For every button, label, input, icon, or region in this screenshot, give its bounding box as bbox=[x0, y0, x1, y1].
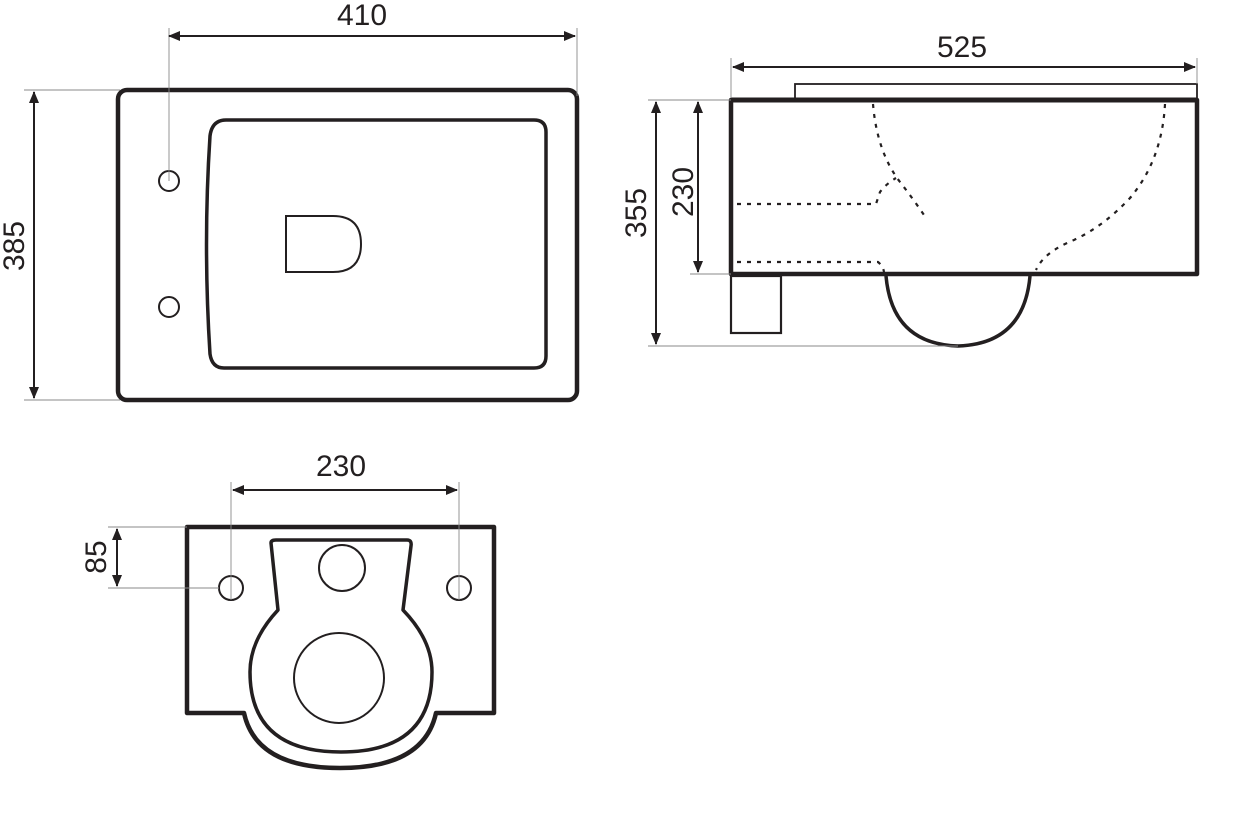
side-view-outlet-pipe bbox=[729, 274, 783, 335]
top-view-drain-outline bbox=[285, 215, 363, 273]
back-view-outlet-circle bbox=[293, 632, 385, 724]
back-view-seat-outline bbox=[248, 538, 434, 754]
side-view-hidden-bowl-back bbox=[1034, 103, 1167, 271]
side-view-outlet-label: 230 bbox=[667, 167, 700, 217]
top-view-outer-outline bbox=[115, 87, 580, 403]
top-view-width-label: 410 bbox=[337, 0, 387, 32]
back-view: 230 85 bbox=[80, 450, 497, 771]
top-view-mounting-hole-lower bbox=[158, 296, 180, 318]
side-view-hidden-bowl-front bbox=[871, 103, 927, 219]
side-view-hidden-trap bbox=[737, 177, 897, 206]
back-view-mount-spacing-label: 230 bbox=[316, 450, 366, 483]
top-view: 410 385 bbox=[0, 0, 580, 403]
side-view-length-label: 525 bbox=[937, 31, 987, 64]
side-view-bowl-bottom bbox=[884, 275, 1032, 348]
side-view: 525 355 230 bbox=[620, 31, 1200, 348]
side-view-body bbox=[728, 97, 1200, 277]
side-view-height-label: 355 bbox=[620, 188, 653, 238]
back-view-mount-height-label: 85 bbox=[80, 540, 113, 573]
back-view-outline bbox=[184, 524, 497, 771]
top-view-seat-outline bbox=[204, 118, 548, 370]
top-view-height-label: 385 bbox=[0, 221, 31, 271]
side-view-hidden-outlet bbox=[737, 260, 886, 273]
back-view-inlet-circle bbox=[318, 544, 366, 592]
